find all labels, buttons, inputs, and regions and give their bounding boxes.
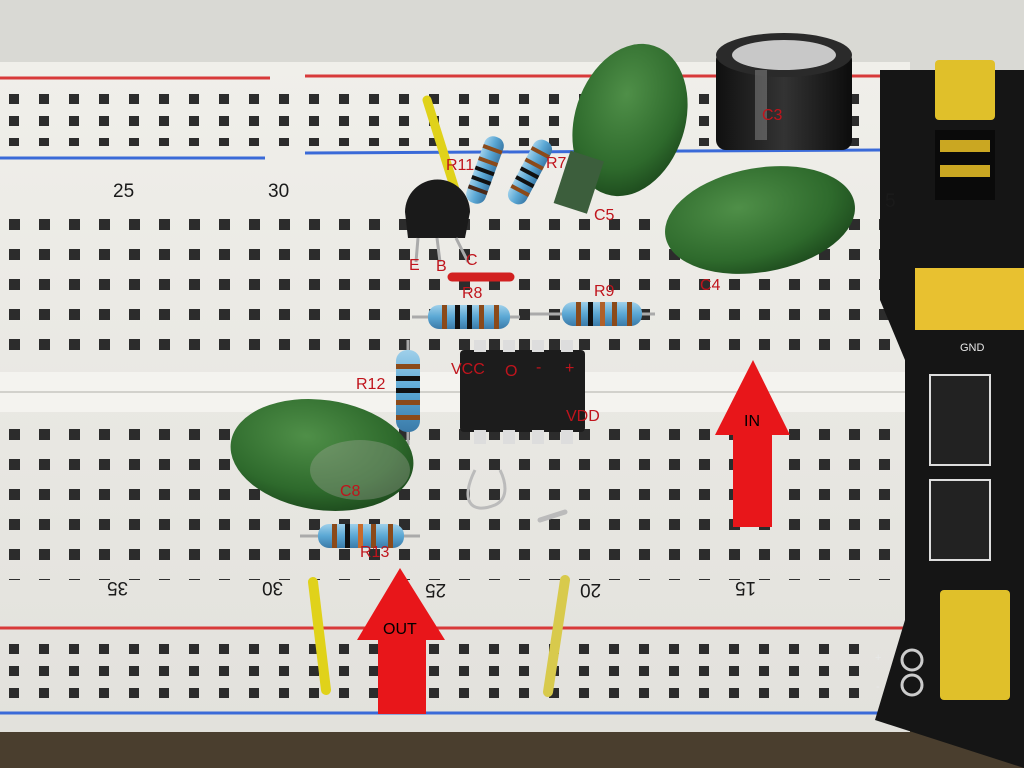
label-c4: C4 — [700, 277, 721, 294]
label-r9: R9 — [594, 283, 615, 300]
label-r13: R13 — [360, 544, 390, 561]
label-minus-pin: - — [536, 359, 542, 376]
label-vcc: VCC — [451, 361, 485, 378]
label-base: B — [436, 258, 447, 275]
label-c8: C8 — [340, 483, 361, 500]
gnd-label: GND — [960, 342, 985, 354]
plus-label: + — [875, 652, 882, 664]
minus-label: - — [876, 681, 880, 693]
label-c5: C5 — [594, 207, 615, 224]
column-number: 25 — [425, 579, 447, 600]
out-arrow-label: OUT — [383, 621, 417, 638]
column-number: 15 — [735, 577, 757, 598]
label-collector: C — [466, 252, 478, 269]
label-r8: R8 — [462, 285, 483, 302]
label-vdd: VDD — [566, 408, 600, 425]
label-output-pin: O — [505, 363, 518, 380]
label-plus-pin: + — [565, 360, 575, 377]
column-number: 25 — [113, 181, 135, 202]
column-number: 30 — [268, 181, 290, 202]
column-number: 5 — [885, 191, 896, 212]
label-r7: R7 — [546, 155, 567, 172]
in-arrow-label: IN — [744, 413, 760, 430]
column-number: 20 — [580, 579, 602, 600]
label-r12: R12 — [356, 376, 386, 393]
label-c3: C3 — [762, 107, 783, 124]
label-r11: R11 — [446, 157, 475, 174]
column-number: 35 — [107, 577, 129, 598]
column-number: 30 — [262, 577, 284, 598]
label-emitter: E — [409, 257, 420, 274]
